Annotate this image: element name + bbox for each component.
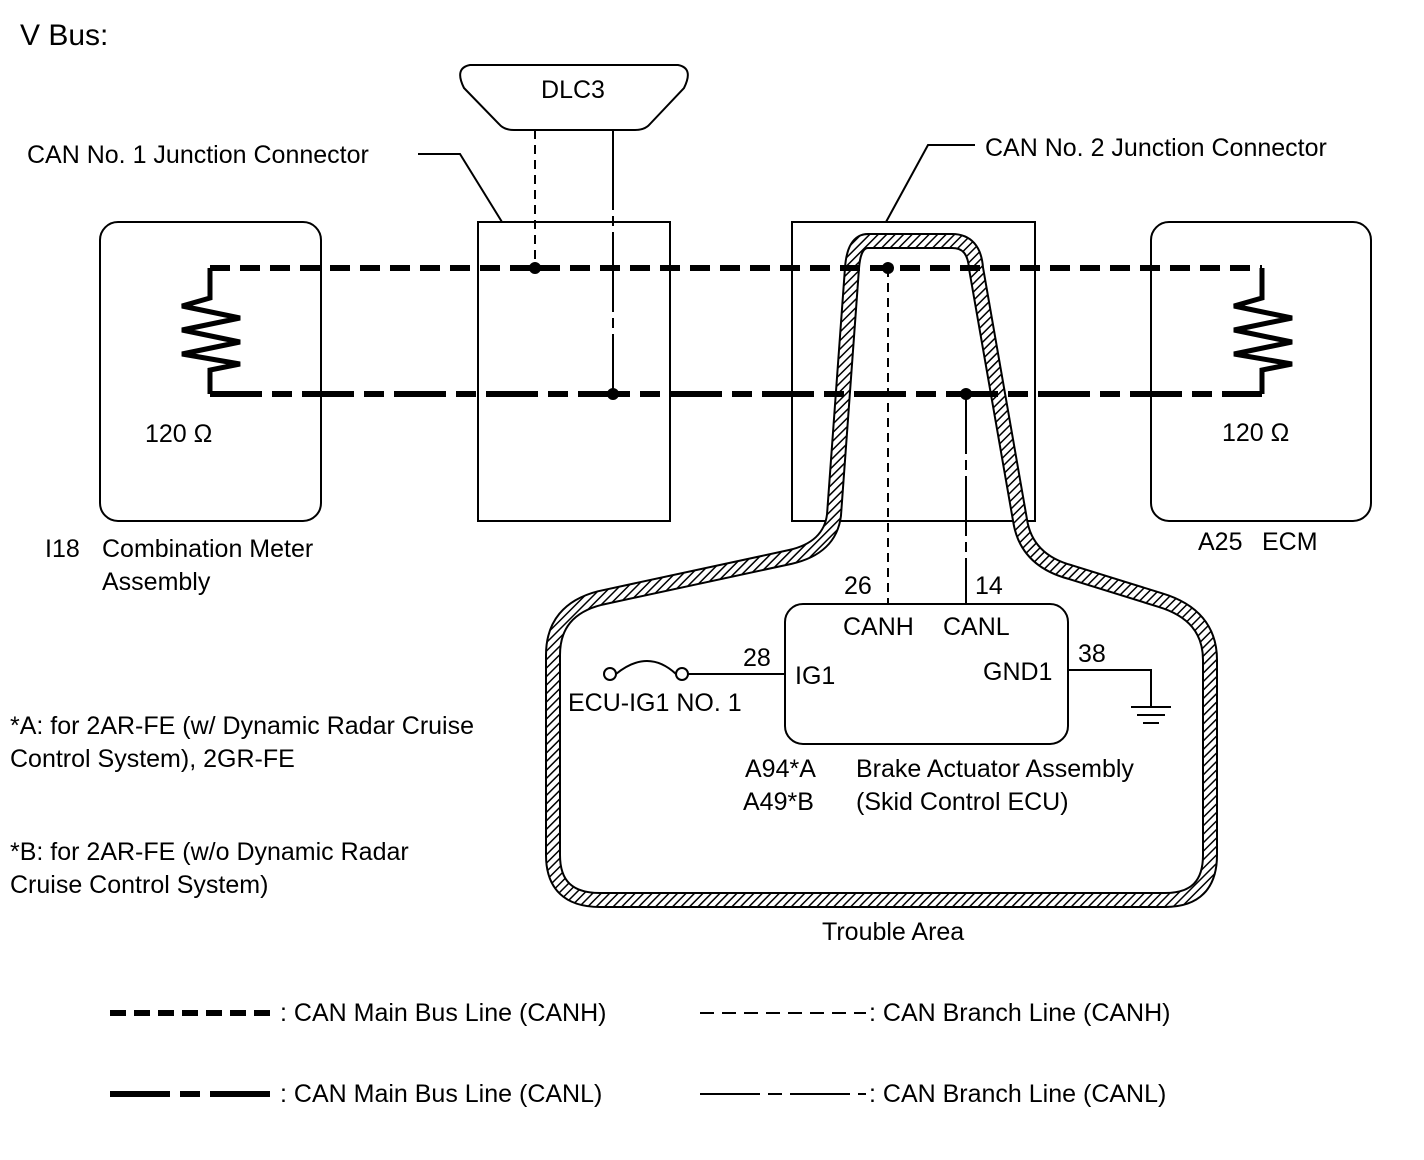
ground-icon bbox=[1131, 706, 1171, 724]
combination-meter-code: I18 bbox=[45, 535, 80, 563]
pin-ig1-label: IG1 bbox=[795, 662, 835, 690]
legend-branch-canh-label: : CAN Branch Line (CANH) bbox=[869, 999, 1170, 1027]
note-a-line2: Control System), 2GR-FE bbox=[10, 745, 295, 773]
combination-meter-resistance: 120 Ω bbox=[145, 420, 212, 448]
pin-gnd1-number: 38 bbox=[1078, 640, 1106, 668]
pin-ig1-number: 28 bbox=[743, 644, 771, 672]
legend-branch-canl-label: : CAN Branch Line (CANL) bbox=[869, 1080, 1166, 1108]
note-a-line1: *A: for 2AR-FE (w/ Dynamic Radar Cruise bbox=[10, 712, 474, 740]
junction1-label: CAN No. 1 Junction Connector bbox=[27, 141, 369, 169]
pin-canl-label: CANL bbox=[943, 613, 1010, 641]
note-b-line2: Cruise Control System) bbox=[10, 871, 268, 899]
junction1-canl-node bbox=[607, 388, 619, 400]
pin-gnd1-label: GND1 bbox=[983, 658, 1052, 686]
trouble-area-label: Trouble Area bbox=[822, 918, 964, 946]
junction1-box bbox=[477, 221, 671, 522]
ecm-code: A25 bbox=[1198, 528, 1242, 556]
legend-main-canh-label: : CAN Main Bus Line (CANH) bbox=[280, 999, 606, 1027]
pin-canh-number: 26 bbox=[844, 572, 872, 600]
dlc3-connector bbox=[459, 64, 689, 131]
ecm-resistor bbox=[1233, 268, 1293, 394]
junction1-leader bbox=[418, 153, 503, 223]
junction2-leader bbox=[885, 144, 975, 223]
diagram-title: V Bus: bbox=[20, 19, 108, 52]
brake-actuator-code-b: A49*B bbox=[743, 788, 814, 816]
combination-meter-name-line2: Assembly bbox=[102, 568, 211, 596]
fuse-icon bbox=[615, 660, 677, 675]
brake-actuator-name-line1: Brake Actuator Assembly bbox=[856, 755, 1134, 783]
note-b-line1: *B: for 2AR-FE (w/o Dynamic Radar bbox=[10, 838, 409, 866]
trouble-area-hatch bbox=[547, 235, 1216, 906]
brake-actuator-code-a: A94*A bbox=[745, 755, 816, 783]
fuse-label: ECU-IG1 NO. 1 bbox=[568, 689, 742, 717]
gnd1-wire bbox=[1068, 669, 1152, 706]
combination-meter-name-line1: Combination Meter bbox=[102, 535, 313, 563]
ecm-resistance: 120 Ω bbox=[1222, 419, 1289, 447]
junction2-canl-node bbox=[960, 388, 972, 400]
combination-meter-box bbox=[99, 221, 322, 522]
fuse-terminal-left bbox=[603, 667, 617, 681]
ecm-box bbox=[1150, 221, 1372, 522]
fuse-terminal-right bbox=[675, 667, 689, 681]
dlc3-label: DLC3 bbox=[541, 76, 605, 104]
ecm-name: ECM bbox=[1262, 528, 1318, 556]
junction2-box bbox=[791, 221, 1036, 522]
pin-canh-label: CANH bbox=[843, 613, 914, 641]
junction2-label: CAN No. 2 Junction Connector bbox=[985, 134, 1327, 162]
legend-main-canl-label: : CAN Main Bus Line (CANL) bbox=[280, 1080, 602, 1108]
junction1-canh-node bbox=[529, 262, 541, 274]
brake-actuator-name-line2: (Skid Control ECU) bbox=[856, 788, 1069, 816]
pin-canl-number: 14 bbox=[975, 572, 1003, 600]
combination-meter-resistor bbox=[181, 268, 241, 394]
junction2-canh-node bbox=[882, 262, 894, 274]
